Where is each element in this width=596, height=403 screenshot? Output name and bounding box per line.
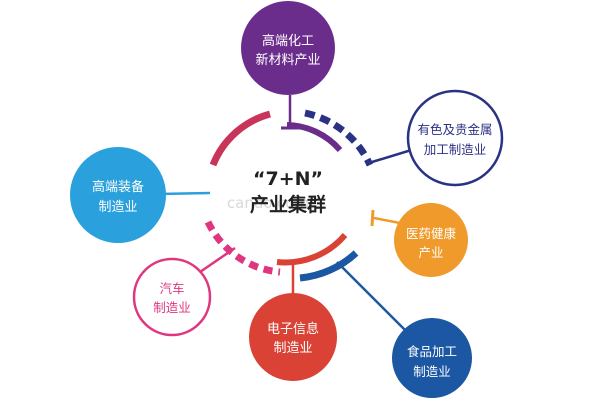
node-chemical-label-2: 新材料产业 (255, 52, 320, 68)
node-equipment-label-2: 制造业 (98, 200, 137, 215)
node-food-circle (392, 318, 472, 398)
node-metals-circle (406, 89, 504, 187)
node-chemical[interactable]: 高端化工 新材料产业 (241, 1, 335, 95)
connector-medicine (373, 216, 401, 225)
ring-arc-blue (299, 250, 359, 282)
ring-arc-pink-dashed (204, 220, 281, 276)
node-electronics-label-2: 制造业 (273, 341, 312, 356)
connector-auto (199, 246, 236, 274)
node-equipment-label-1: 高端装备 (92, 179, 144, 195)
center-subtitle: 产业集群 (250, 193, 326, 216)
connector-food (336, 261, 406, 331)
ring-arc-crimson (209, 110, 271, 167)
node-chemical-label-1: 高端化工 (262, 33, 314, 49)
node-medicine-label-2: 产业 (418, 245, 443, 260)
connector-equipment (157, 191, 211, 196)
node-metals[interactable]: 有色及贵金属 加工制造业 (406, 89, 504, 187)
node-metals-label-2: 加工制造业 (424, 142, 487, 157)
node-medicine-circle (394, 203, 468, 277)
node-equipment-circle (70, 147, 166, 243)
ring-arc-red (276, 233, 348, 266)
node-auto-label-2: 制造业 (153, 300, 191, 315)
node-food-label-2: 制造业 (413, 364, 451, 379)
node-medicine-label-1: 医药健康 (406, 226, 457, 241)
connector-medicine-cap (370, 209, 375, 227)
watermark-text: cando.com (227, 194, 309, 212)
center-title: “7+N” (253, 168, 323, 190)
node-food-label-1: 食品加工 (407, 344, 457, 359)
ring-arc-purple (286, 122, 343, 153)
node-electronics-circle (249, 293, 337, 381)
node-auto[interactable]: 汽车 制造业 (132, 257, 212, 337)
node-auto-circle (132, 257, 212, 337)
node-medicine[interactable]: 医药健康 产业 (394, 203, 468, 277)
node-electronics-label-1: 电子信息 (267, 321, 319, 337)
node-chemical-circle (241, 1, 335, 95)
node-equipment[interactable]: 高端装备 制造业 (70, 147, 166, 243)
node-metals-label-1: 有色及贵金属 (417, 122, 492, 137)
node-auto-label-1: 汽车 (159, 281, 184, 296)
node-electronics[interactable]: 电子信息 制造业 (249, 293, 337, 381)
node-food[interactable]: 食品加工 制造业 (392, 318, 472, 398)
ring-arc-navy-dashed (304, 109, 374, 167)
